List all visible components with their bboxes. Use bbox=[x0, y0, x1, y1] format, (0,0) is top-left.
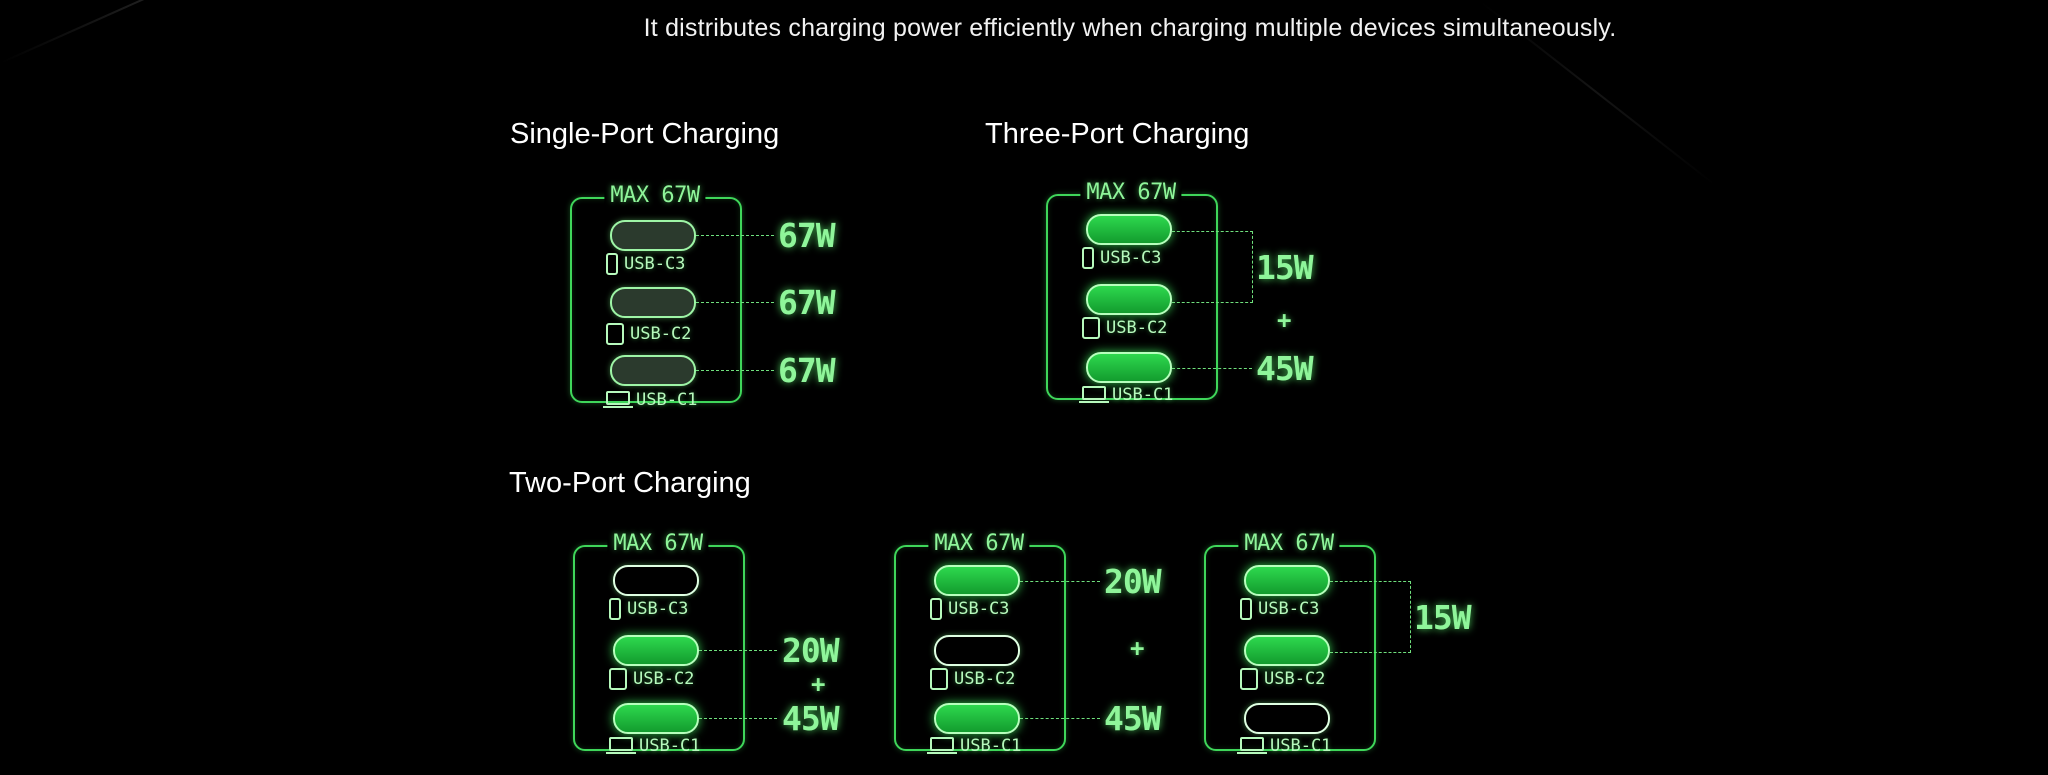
port-usb-c2 bbox=[610, 287, 696, 318]
max-power-label: MAX 67W bbox=[1080, 180, 1182, 205]
charger-two-c3-c2: MAX 67W USB-C3 USB-C2 USB-C1 bbox=[1204, 531, 1376, 756]
port-usb-c2 bbox=[613, 635, 699, 666]
port-label-c3: USB-C3 bbox=[1240, 598, 1374, 620]
plus-sign: + bbox=[811, 670, 826, 698]
port-label-c1: USB-C1 bbox=[1079, 385, 1216, 405]
watt-label: 45W bbox=[1104, 699, 1162, 738]
max-power-label: MAX 67W bbox=[1238, 531, 1340, 556]
watt-label: 20W bbox=[782, 631, 840, 670]
leader-line bbox=[696, 302, 774, 303]
phone-icon bbox=[930, 598, 942, 620]
tablet-icon bbox=[606, 323, 624, 345]
port-label-c2: USB-C2 bbox=[609, 668, 743, 690]
port-usb-c3 bbox=[1244, 565, 1330, 596]
laptop-icon bbox=[1237, 737, 1267, 754]
phone-icon bbox=[609, 598, 621, 620]
watt-label: 15W bbox=[1414, 598, 1472, 637]
leader-line bbox=[1020, 581, 1100, 582]
charger-two-c3-c1: MAX 67W USB-C3 USB-C2 USB-C1 bbox=[894, 531, 1066, 756]
leader-line bbox=[696, 235, 774, 236]
port-usb-c2 bbox=[934, 635, 1020, 666]
section-title-two: Two-Port Charging bbox=[509, 467, 751, 499]
port-label-c3: USB-C3 bbox=[606, 253, 740, 275]
leader-line bbox=[699, 718, 777, 719]
laptop-icon bbox=[927, 737, 957, 754]
watt-label: 67W bbox=[778, 351, 836, 390]
port-label-c1: USB-C1 bbox=[1237, 736, 1374, 756]
port-label-c1: USB-C1 bbox=[927, 736, 1064, 756]
phone-icon bbox=[606, 253, 618, 275]
leader-line bbox=[1020, 718, 1100, 719]
tablet-icon bbox=[1082, 317, 1100, 339]
plus-sign: + bbox=[1277, 306, 1292, 334]
shared-bracket bbox=[1172, 231, 1253, 303]
charger-single: MAX 67W USB-C3 USB-C2 USB-C1 bbox=[570, 183, 742, 410]
tablet-icon bbox=[930, 668, 948, 690]
leader-line bbox=[699, 650, 777, 651]
leader-line bbox=[696, 370, 774, 371]
port-label-c2: USB-C2 bbox=[606, 323, 740, 345]
port-label-c3: USB-C3 bbox=[1082, 247, 1216, 269]
port-usb-c3 bbox=[934, 565, 1020, 596]
port-label-c3: USB-C3 bbox=[930, 598, 1064, 620]
tablet-icon bbox=[1240, 668, 1258, 690]
port-usb-c3 bbox=[610, 220, 696, 251]
watt-label: 45W bbox=[1256, 349, 1314, 388]
laptop-icon bbox=[606, 737, 636, 754]
port-usb-c1 bbox=[610, 355, 696, 386]
phone-icon bbox=[1240, 598, 1252, 620]
plus-sign: + bbox=[1130, 634, 1145, 662]
charger-two-c2-c1: MAX 67W USB-C3 USB-C2 USB-C1 bbox=[573, 531, 745, 756]
port-label-c3: USB-C3 bbox=[609, 598, 743, 620]
max-power-label: MAX 67W bbox=[604, 183, 706, 208]
max-power-label: MAX 67W bbox=[607, 531, 709, 556]
port-label-c2: USB-C2 bbox=[1082, 317, 1216, 339]
port-usb-c1 bbox=[1244, 703, 1330, 734]
watt-label: 20W bbox=[1104, 562, 1162, 601]
port-usb-c1 bbox=[934, 703, 1020, 734]
watt-label: 15W bbox=[1256, 248, 1314, 287]
phone-icon bbox=[1082, 247, 1094, 269]
section-title-single: Single-Port Charging bbox=[510, 118, 780, 150]
watt-label: 45W bbox=[782, 699, 840, 738]
max-power-label: MAX 67W bbox=[928, 531, 1030, 556]
tablet-icon bbox=[609, 668, 627, 690]
port-label-c2: USB-C2 bbox=[1240, 668, 1374, 690]
laptop-icon bbox=[1079, 386, 1109, 403]
leader-line bbox=[1172, 368, 1252, 369]
watt-label: 67W bbox=[778, 283, 836, 322]
port-usb-c1 bbox=[613, 703, 699, 734]
port-usb-c3 bbox=[1086, 214, 1172, 245]
port-usb-c3 bbox=[613, 565, 699, 596]
laptop-icon bbox=[603, 391, 633, 408]
port-label-c1: USB-C1 bbox=[606, 736, 743, 756]
port-usb-c1 bbox=[1086, 352, 1172, 383]
port-usb-c2 bbox=[1086, 284, 1172, 315]
section-title-three: Three-Port Charging bbox=[985, 118, 1250, 150]
port-label-c1: USB-C1 bbox=[603, 390, 740, 410]
watt-label: 67W bbox=[778, 216, 836, 255]
shared-bracket bbox=[1330, 581, 1411, 653]
port-label-c2: USB-C2 bbox=[930, 668, 1064, 690]
intro-text: It distributes charging power efficientl… bbox=[643, 14, 1617, 42]
port-usb-c2 bbox=[1244, 635, 1330, 666]
charger-three: MAX 67W USB-C3 USB-C2 USB-C1 bbox=[1046, 180, 1218, 405]
